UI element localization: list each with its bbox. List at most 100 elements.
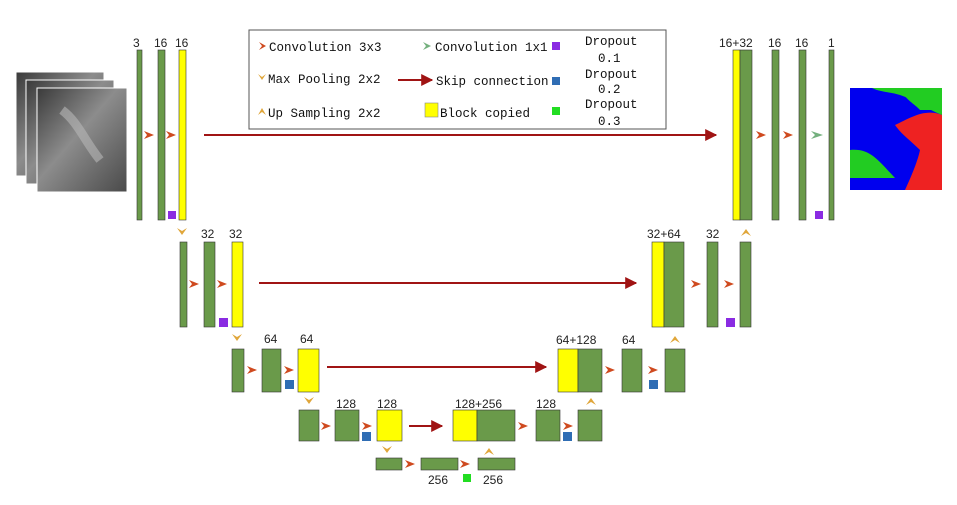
dropout-02-icon — [552, 77, 560, 85]
conv3x3-arrow — [217, 280, 227, 288]
upsample-arrow — [484, 448, 494, 455]
feature-block — [577, 409, 603, 442]
feature-block — [334, 409, 360, 442]
conv3x3-arrow — [563, 422, 573, 430]
feature-block — [739, 241, 752, 328]
maxpool-icon — [258, 74, 266, 80]
channel-label: 64+128 — [556, 333, 597, 347]
dropout-01-marker — [168, 211, 176, 219]
feature-block — [664, 348, 686, 393]
upsample-arrow — [670, 336, 680, 343]
encoder-level-4: 128 128 — [298, 397, 403, 453]
legend: Convolution 3x3 Max Pooling 2x2 Up Sampl… — [248, 29, 667, 130]
maxpool-arrow — [304, 397, 314, 404]
maxpool-arrow — [232, 334, 242, 341]
legend-box — [248, 29, 667, 130]
conv3x3-arrow — [756, 131, 766, 139]
feature-block — [477, 457, 516, 471]
channel-label: 16 — [768, 36, 782, 50]
output-segmentation-map — [850, 88, 942, 190]
decoder-level-4: 128+256 128 — [452, 397, 603, 442]
conv3x3-icon — [259, 42, 266, 50]
channel-label: 1 — [828, 36, 835, 50]
conv3x3-arrow — [144, 131, 154, 139]
channel-label: 32+64 — [647, 227, 681, 241]
feature-block — [375, 457, 403, 471]
channel-label: 256 — [428, 473, 448, 487]
decoder-level-3: 64+128 64 — [556, 333, 686, 393]
legend-conv1x1: Convolution 1x1 — [435, 41, 548, 55]
channel-label: 16+32 — [719, 36, 753, 50]
decoder-level-1: 16+32 16 16 1 — [719, 36, 835, 221]
legend-dropout-03: 0.3 — [598, 115, 621, 129]
input-image-stack — [15, 71, 128, 193]
channel-label: 32 — [229, 227, 243, 241]
conv3x3-arrow — [247, 366, 257, 374]
legend-dropout-01: 0.1 — [598, 52, 621, 66]
legend-maxpool: Max Pooling 2x2 — [268, 73, 381, 87]
feature-block — [476, 409, 516, 442]
feature-block — [739, 49, 753, 221]
copied-block — [178, 49, 187, 221]
channel-label: 32 — [201, 227, 215, 241]
feature-block — [231, 348, 245, 393]
feature-block — [771, 49, 780, 221]
feature-block — [706, 241, 719, 328]
channel-label: 128 — [536, 397, 556, 411]
channel-label: 256 — [483, 473, 503, 487]
feature-block — [420, 457, 459, 471]
copied-block — [651, 241, 665, 328]
encoder-level-2: 32 32 — [179, 227, 244, 341]
feature-block — [157, 49, 166, 221]
channel-label: 32 — [706, 227, 720, 241]
input-block — [136, 49, 143, 221]
decoder-level-2: 32+64 32 — [647, 227, 752, 328]
copied-block — [557, 348, 579, 393]
conv3x3-arrow — [783, 131, 793, 139]
copied-block — [297, 348, 320, 393]
feature-block — [203, 241, 216, 328]
dropout-02-marker — [649, 380, 658, 389]
legend-block-copied: Block copied — [440, 107, 530, 121]
conv3x3-arrow — [166, 131, 176, 139]
conv1x1-arrow — [811, 131, 823, 139]
copied-block — [231, 241, 244, 328]
block-copied-icon — [424, 102, 439, 118]
legend-conv3x3: Convolution 3x3 — [269, 41, 382, 55]
channel-label: 64 — [264, 332, 278, 346]
channel-label: 3 — [133, 36, 140, 50]
conv3x3-arrow — [691, 280, 701, 288]
conv3x3-arrow — [362, 422, 372, 430]
dropout-02-marker — [362, 432, 371, 441]
dropout-01-icon — [552, 42, 560, 50]
conv1x1-icon — [423, 42, 431, 50]
legend-dropout-title-3: Dropout — [585, 98, 638, 112]
dropout-01-marker — [815, 211, 823, 219]
upsample-icon — [258, 108, 266, 115]
legend-dropout-title-2: Dropout — [585, 68, 638, 82]
legend-skip: Skip connection — [436, 75, 549, 89]
upsample-arrow — [586, 398, 596, 405]
feature-block — [621, 348, 643, 393]
feature-block — [179, 241, 188, 328]
channel-label: 64 — [622, 333, 636, 347]
maxpool-arrow — [382, 446, 392, 453]
conv3x3-arrow — [518, 422, 528, 430]
channel-label: 128+256 — [455, 397, 502, 411]
feature-block — [663, 241, 685, 328]
conv3x3-arrow — [284, 366, 294, 374]
feature-block — [577, 348, 603, 393]
encoder-level-1: 3 16 16 — [133, 36, 189, 235]
feature-block — [261, 348, 282, 393]
encoder-level-3: 64 64 — [231, 332, 320, 404]
dropout-01-marker — [219, 318, 228, 327]
legend-upsample: Up Sampling 2x2 — [268, 107, 381, 121]
upsample-arrow — [741, 229, 751, 236]
feature-block — [798, 49, 807, 221]
conv3x3-arrow — [724, 280, 734, 288]
conv3x3-arrow — [321, 422, 331, 430]
channel-label: 16 — [795, 36, 809, 50]
dropout-02-marker — [285, 380, 294, 389]
conv3x3-arrow — [189, 280, 199, 288]
